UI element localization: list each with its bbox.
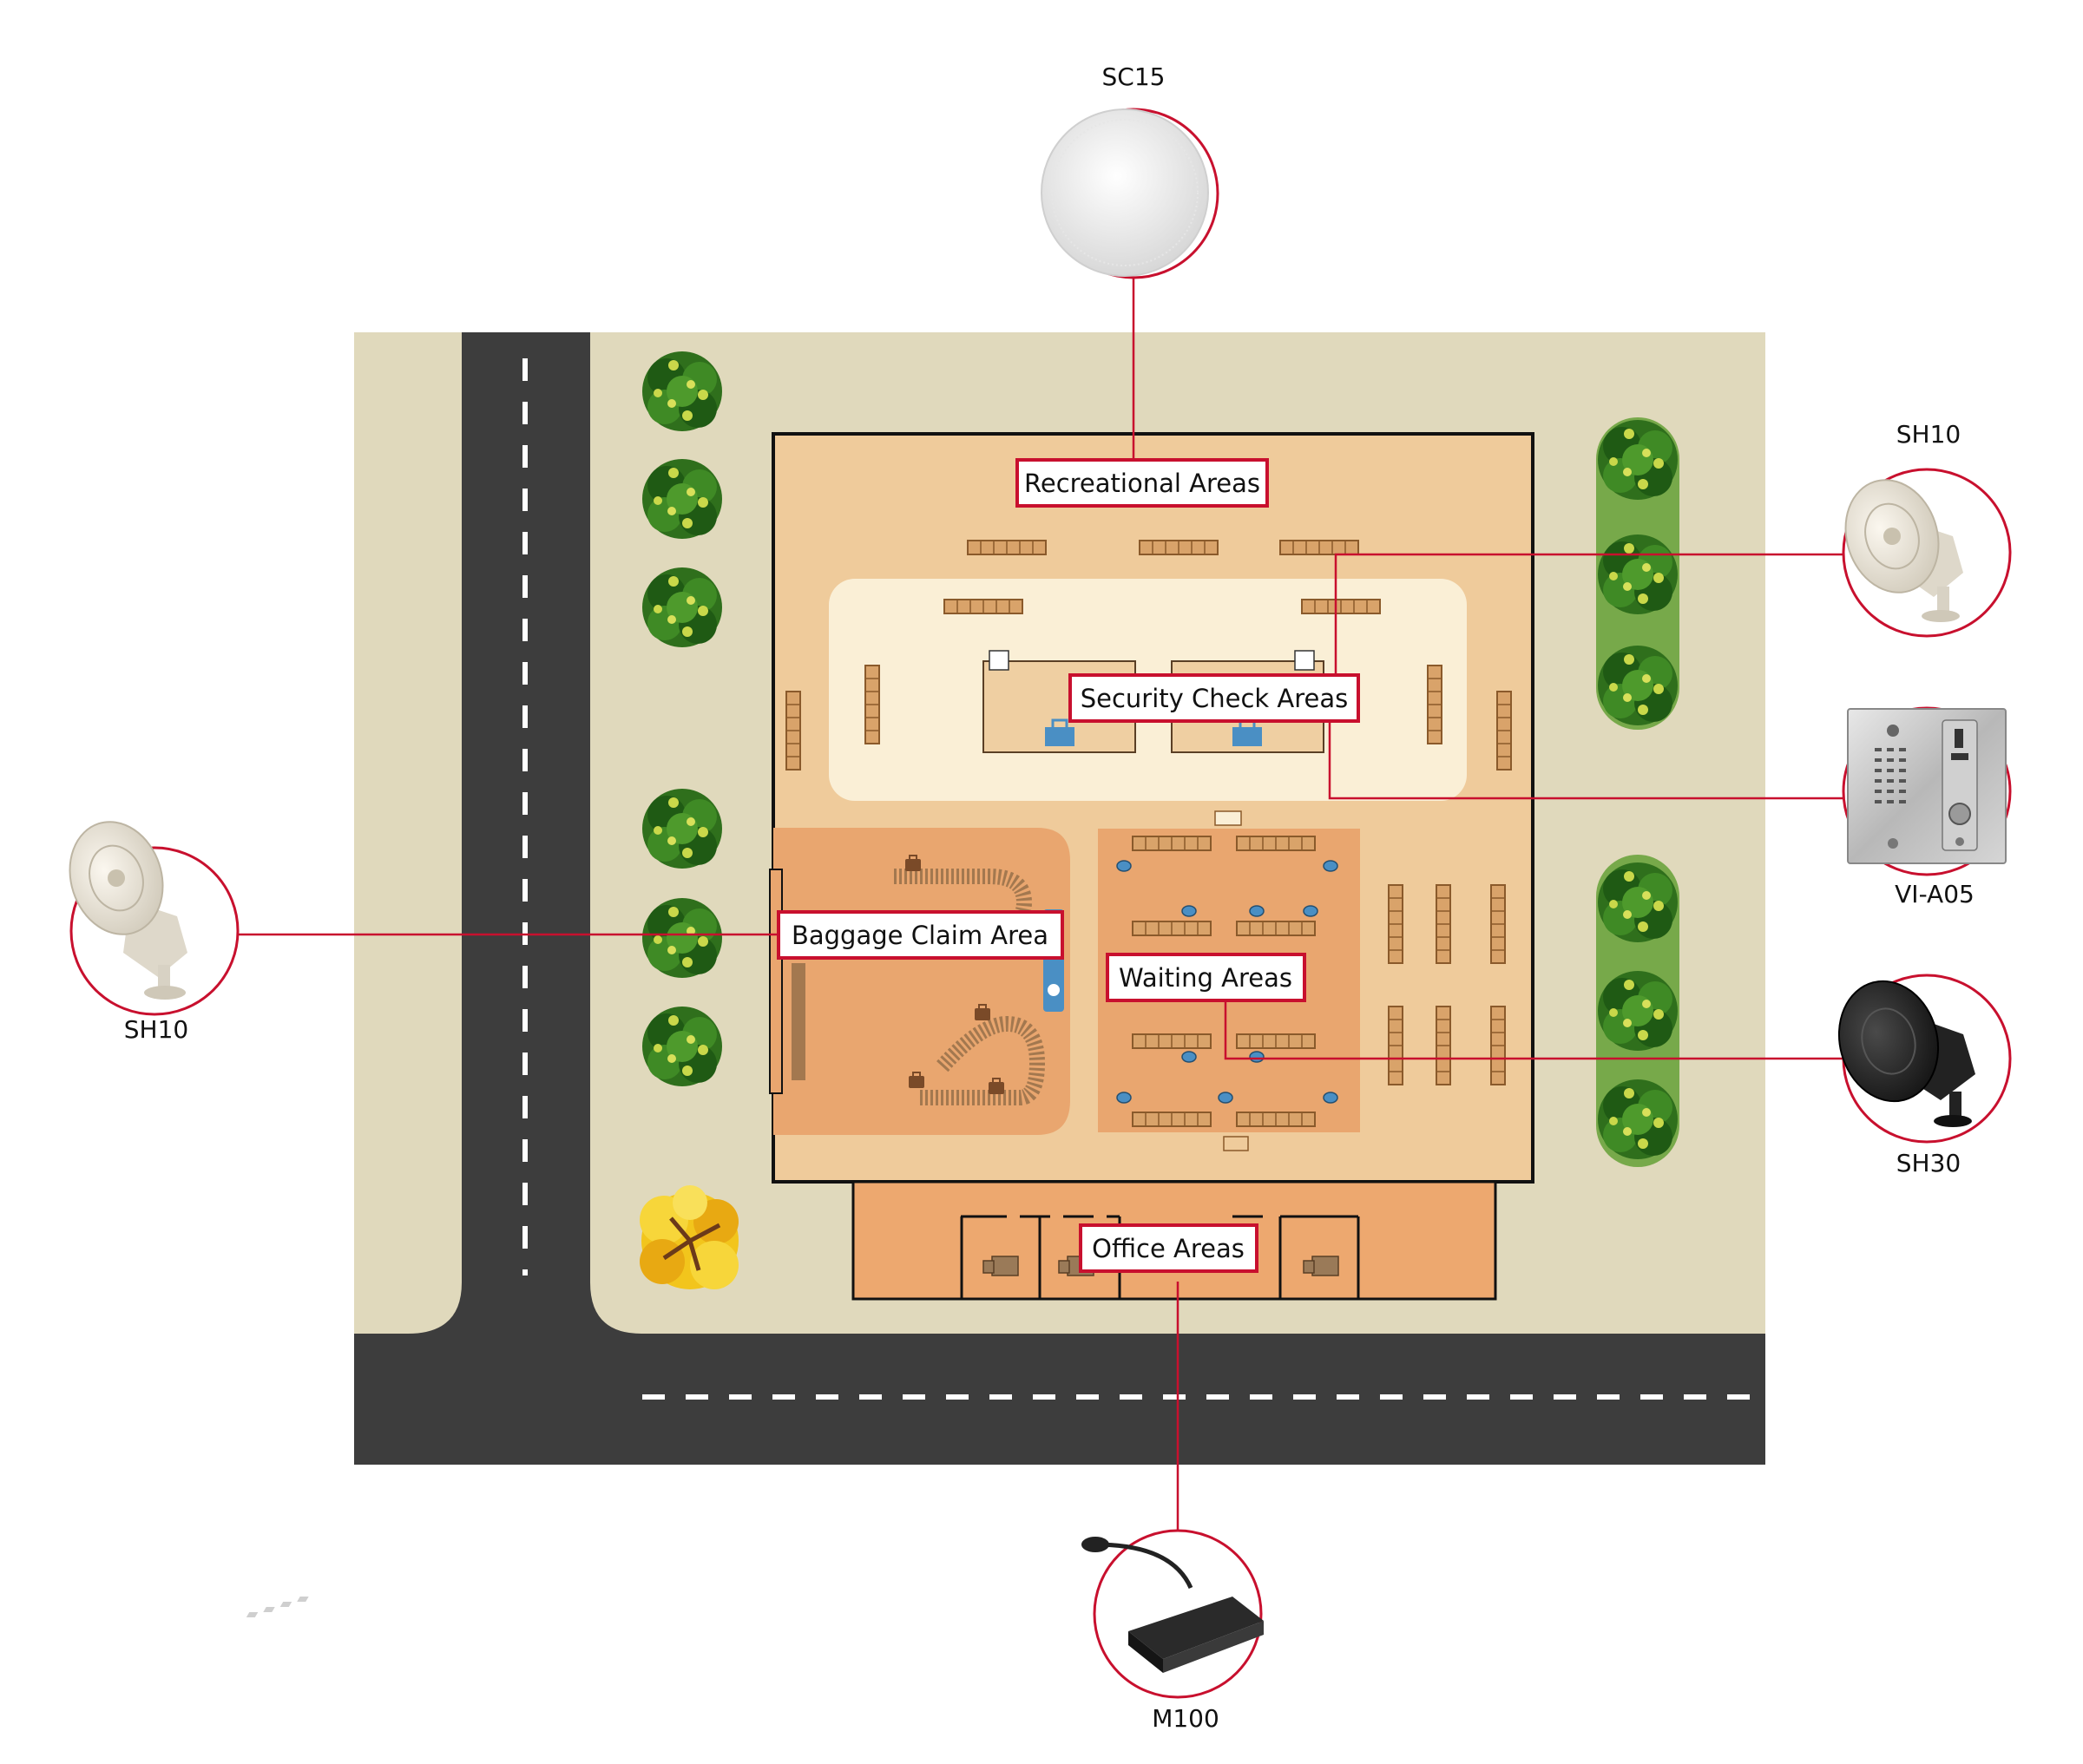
device-vi-a05: VI-A05 [1842, 706, 2012, 908]
connector-vi-a05 [1328, 722, 1844, 800]
device-sc15: SC15 [1041, 62, 1219, 279]
device-label-sh10-right: SH10 [1896, 420, 1961, 449]
area-label-recreational: Recreational Areas [1015, 458, 1269, 508]
area-label-office-text: Office Areas [1092, 1234, 1245, 1263]
device-m100: M100 [246, 1529, 1264, 1733]
hedge-strip-bottom [1596, 855, 1679, 1167]
road-network [354, 332, 1765, 1465]
paging-microphone-icon [246, 1537, 1264, 1673]
horn-speaker-icon [69, 821, 187, 1000]
ceiling-speaker-icon [1041, 108, 1209, 277]
area-label-recreational-text: Recreational Areas [1024, 469, 1260, 498]
area-label-baggage-text: Baggage Claim Area [792, 921, 1048, 950]
area-label-waiting: Waiting Areas [1106, 953, 1306, 1002]
device-sh30: SH30 [1837, 974, 2012, 1177]
horn-speaker-icon [1844, 479, 1963, 622]
device-sh10-right: SH10 [1842, 420, 2012, 638]
hedge-strip-top [1596, 417, 1679, 730]
device-label-sc15: SC15 [1102, 62, 1166, 91]
autumn-tree [640, 1185, 739, 1289]
device-label-sh10-left: SH10 [124, 1015, 188, 1044]
device-label-vi-a05: VI-A05 [1895, 880, 1975, 908]
area-label-waiting-text: Waiting Areas [1119, 963, 1292, 993]
area-label-office: Office Areas [1079, 1223, 1258, 1273]
device-sh10-left: SH10 [69, 821, 240, 1044]
connector-lines [239, 278, 1844, 1531]
intercom-panel-icon [1847, 708, 2007, 864]
area-label-security: Security Check Areas [1068, 673, 1360, 723]
area-label-baggage: Baggage Claim Area [777, 910, 1064, 960]
horn-speaker-icon [1837, 980, 1975, 1127]
device-label-m100: M100 [1152, 1704, 1219, 1733]
connector-sh30 [1224, 996, 1844, 1060]
baggage-zone [769, 828, 1070, 1135]
connector-sh10-right [1334, 553, 1844, 674]
area-label-security-text: Security Check Areas [1081, 684, 1349, 713]
device-label-sh30: SH30 [1896, 1149, 1961, 1177]
